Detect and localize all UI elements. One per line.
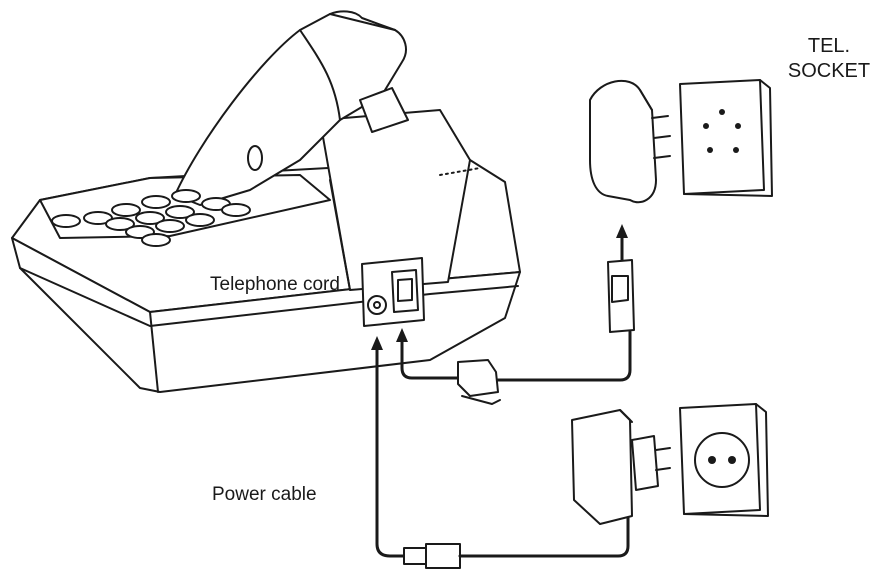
telephone-jack	[391, 269, 419, 313]
tel-socket-label-line1: TEL.	[807, 35, 851, 57]
mains-power-adapter	[571, 409, 671, 525]
telephone-adapter	[589, 80, 671, 204]
telephone-cord-label: Telephone cord	[210, 274, 340, 295]
power-wall-outlet	[679, 403, 769, 517]
tel-socket-label-line2: SOCKET	[787, 60, 871, 82]
tel-wall-socket	[679, 79, 773, 197]
keypad	[51, 189, 251, 247]
handset	[174, 10, 481, 206]
power-cable-label: Power cable	[212, 484, 317, 505]
rear-connector-panel	[361, 257, 425, 327]
arrow-to-telephone-jack	[396, 328, 408, 342]
power-cable	[371, 336, 630, 569]
power-jack	[367, 295, 387, 315]
tel-socket-label: TEL. SOCKET	[770, 34, 888, 84]
telephone-cord	[396, 224, 635, 405]
arrow-to-socket-adapter	[616, 224, 628, 238]
